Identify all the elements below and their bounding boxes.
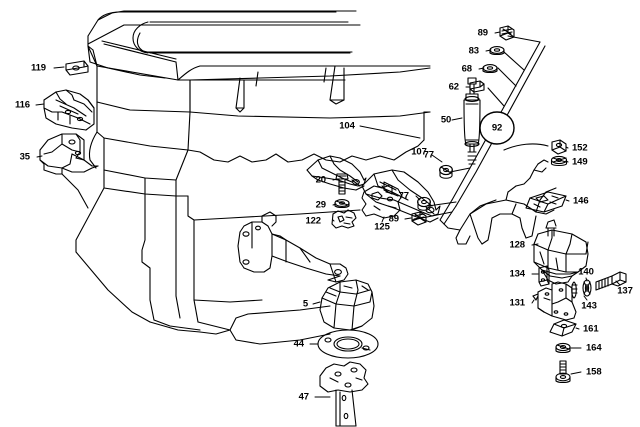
part-158-bolt	[555, 360, 571, 384]
callout-label-5: 5	[302, 298, 308, 310]
callout-label-158: 158	[586, 366, 602, 378]
part-116-bracket	[43, 89, 95, 131]
transmission-crossarm	[237, 211, 349, 283]
part-161-plate	[549, 319, 577, 337]
part-134-spacer	[538, 265, 550, 287]
callout-circle-92	[479, 111, 515, 145]
callout-label-128: 128	[509, 239, 525, 251]
callout-label-92: 92	[491, 122, 503, 134]
callout-label-89b: 89	[388, 213, 399, 225]
callout-label-35: 35	[19, 151, 30, 163]
part-47-bracket	[319, 361, 369, 427]
part-128-transmission-mount	[533, 219, 589, 285]
callout-label-137: 137	[617, 285, 633, 297]
callout-label-125: 125	[374, 221, 390, 233]
callout-label-29: 29	[315, 199, 326, 211]
callout-label-77b: 77	[398, 190, 409, 202]
callout-label-146: 146	[573, 195, 589, 207]
callout-label-143: 143	[581, 300, 597, 312]
callout-label-131: 131	[509, 297, 525, 309]
callout-label-161: 161	[583, 323, 599, 335]
callout-label-107: 107	[411, 146, 427, 158]
callout-label-47: 47	[298, 391, 309, 403]
part-44-gasket	[317, 329, 379, 359]
part-137-bolt	[595, 271, 627, 291]
part-5-rubber-mount	[319, 279, 375, 331]
callout-label-44: 44	[293, 338, 304, 350]
callout-label-164: 164	[586, 342, 602, 354]
callout-label-68: 68	[461, 63, 472, 75]
part-143-washer	[571, 281, 578, 299]
callout-label-149: 149	[572, 156, 588, 168]
part-119-shim	[65, 60, 89, 76]
part-149-washer	[550, 155, 568, 167]
leader-lines	[35, 31, 621, 398]
part-152-nut	[551, 139, 567, 155]
callout-label-20: 20	[315, 174, 326, 186]
part-62-bolt	[469, 80, 485, 93]
callout-label-50: 50	[440, 114, 452, 126]
part-125-heat-shield	[361, 184, 403, 219]
callout-label-119: 119	[30, 62, 46, 74]
callout-label-140: 140	[578, 266, 594, 278]
callout-label-89: 89	[477, 27, 488, 39]
part-164-washer	[555, 342, 571, 354]
part-77-bushing-upper	[439, 164, 453, 179]
part-146-plate	[525, 191, 567, 213]
callout-label-77a: 77	[423, 149, 434, 161]
callout-label-134: 134	[509, 268, 525, 280]
callout-label-116: 116	[14, 99, 30, 111]
callout-label-83: 83	[468, 45, 479, 57]
callout-label-104: 104	[339, 120, 355, 132]
callout-label-152: 152	[572, 142, 588, 154]
callout-label-62: 62	[448, 81, 459, 93]
part-77-bushing-lower	[417, 196, 431, 211]
part-20-bolt	[335, 173, 349, 195]
callout-label-122: 122	[305, 215, 321, 227]
part-29-washer	[334, 199, 350, 209]
engine-block-illustration	[75, 10, 431, 345]
part-122-clip	[331, 209, 357, 229]
part-50-shock-absorber	[463, 77, 481, 165]
